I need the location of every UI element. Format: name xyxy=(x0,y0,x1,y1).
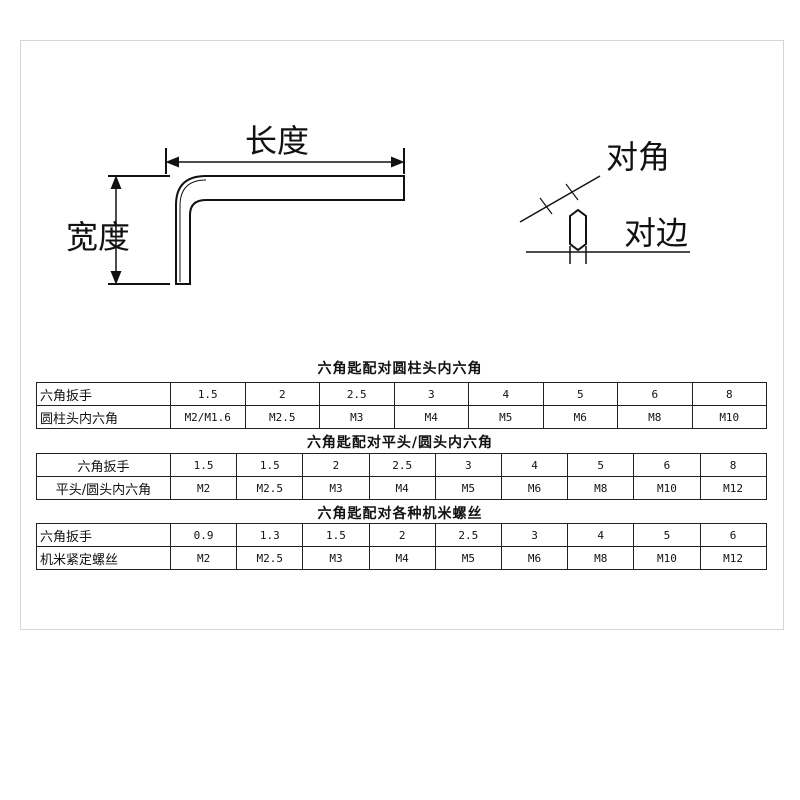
table-cell: M4 xyxy=(368,476,436,500)
table-cell: M3 xyxy=(319,405,395,429)
table-row: 机米紧定螺丝 M2 M2.5 M3 M4 M5 M6 M8 M10 M12 xyxy=(36,546,767,570)
table-cell: 3 xyxy=(434,453,502,477)
table-cell: M4 xyxy=(368,546,436,570)
table-cell: M10 xyxy=(633,546,701,570)
table-cell: 2.5 xyxy=(368,453,436,477)
length-label: 长度 xyxy=(245,122,309,160)
table-cell: M6 xyxy=(500,476,569,500)
table-cell: 4 xyxy=(500,453,569,477)
table-cell: M5 xyxy=(468,405,544,429)
table-cell: M10 xyxy=(633,476,701,500)
table-cell: M4 xyxy=(393,405,469,429)
table2: 六角扳手 1.5 1.5 2 2.5 3 4 5 6 8 平头/圆头内六角 M2… xyxy=(36,453,767,500)
table-cell: 6 xyxy=(699,523,767,547)
content-frame xyxy=(20,40,784,630)
table3-row1-label: 六角扳手 xyxy=(36,523,171,547)
table-cell: 1.5 xyxy=(170,382,246,406)
table-cell: 5 xyxy=(542,382,618,406)
table-cell: 1.5 xyxy=(302,523,370,547)
table-cell: 4 xyxy=(468,382,544,406)
table-cell: M8 xyxy=(617,405,693,429)
hex-cross-section-drawing xyxy=(519,175,690,264)
table-cell: M2.5 xyxy=(244,405,320,429)
table2-row1-label: 六角扳手 xyxy=(36,453,171,477)
table2-title: 六角匙配对平头/圆头内六角 xyxy=(306,435,494,451)
table-cell: 1.3 xyxy=(236,523,304,547)
table-cell: M3 xyxy=(302,546,370,570)
table-cell: 5 xyxy=(567,453,635,477)
table-cell: M2/M1.6 xyxy=(170,405,246,429)
flat-label: 对边 xyxy=(624,214,688,252)
table-row: 六角扳手 1.5 1.5 2 2.5 3 4 5 6 8 xyxy=(36,453,767,477)
table-cell: M12 xyxy=(699,476,767,500)
table-cell: 1.5 xyxy=(169,453,238,477)
table-cell: M2.5 xyxy=(236,546,304,570)
table-cell: M2 xyxy=(169,546,238,570)
table-cell: 2.5 xyxy=(434,523,502,547)
table1-row1-label: 六角扳手 xyxy=(36,382,171,406)
table-cell: 1.5 xyxy=(236,453,304,477)
table-cell: M8 xyxy=(567,546,635,570)
table-cell: M5 xyxy=(434,546,502,570)
table-cell: M6 xyxy=(500,546,569,570)
table-cell: M2 xyxy=(169,476,238,500)
table-cell: M5 xyxy=(434,476,502,500)
table-cell: 8 xyxy=(691,382,767,406)
corner-label: 对角 xyxy=(606,138,670,176)
table3-row2-label: 机米紧定螺丝 xyxy=(36,546,171,570)
hex-key-diagram: 长度 宽度 对角 对边 xyxy=(66,122,690,285)
table-cell: 2 xyxy=(244,382,320,406)
table-cell: 2 xyxy=(368,523,436,547)
table-row: 六角扳手 0.9 1.3 1.5 2 2.5 3 4 5 6 xyxy=(36,523,767,547)
table-cell: M2.5 xyxy=(236,476,304,500)
table1-title: 六角匙配对圆柱头内六角 xyxy=(317,361,483,377)
table-row: 六角扳手 1.5 2 2.5 3 4 5 6 8 xyxy=(36,382,767,406)
table1: 六角扳手 1.5 2 2.5 3 4 5 6 8 圆柱头内六角 M2/M1.6 … xyxy=(36,382,767,429)
table-row: 圆柱头内六角 M2/M1.6 M2.5 M3 M4 M5 M6 M8 M10 xyxy=(36,405,767,429)
table-cell: M8 xyxy=(567,476,635,500)
table-cell: M6 xyxy=(542,405,618,429)
table-row: 平头/圆头内六角 M2 M2.5 M3 M4 M5 M6 M8 M10 M12 xyxy=(36,476,767,500)
l-wrench-drawing xyxy=(108,148,405,285)
table-cell: M12 xyxy=(699,546,767,570)
table-cell: 0.9 xyxy=(169,523,238,547)
table-cell: 6 xyxy=(617,382,693,406)
table1-row2-label: 圆柱头内六角 xyxy=(36,405,171,429)
table-cell: 2 xyxy=(302,453,370,477)
table-cell: 6 xyxy=(633,453,701,477)
table-cell: 4 xyxy=(567,523,635,547)
table-cell: 8 xyxy=(699,453,767,477)
table-cell: 2.5 xyxy=(319,382,395,406)
table-cell: 3 xyxy=(500,523,569,547)
table3-title: 六角匙配对各种机米螺丝 xyxy=(317,506,483,522)
table-cell: M3 xyxy=(302,476,370,500)
table-cell: 5 xyxy=(633,523,701,547)
table2-row2-label: 平头/圆头内六角 xyxy=(36,476,171,500)
table-cell: M10 xyxy=(691,405,767,429)
width-label: 宽度 xyxy=(66,218,130,256)
table-cell: 3 xyxy=(393,382,469,406)
table3: 六角扳手 0.9 1.3 1.5 2 2.5 3 4 5 6 机米紧定螺丝 M2… xyxy=(36,523,767,570)
